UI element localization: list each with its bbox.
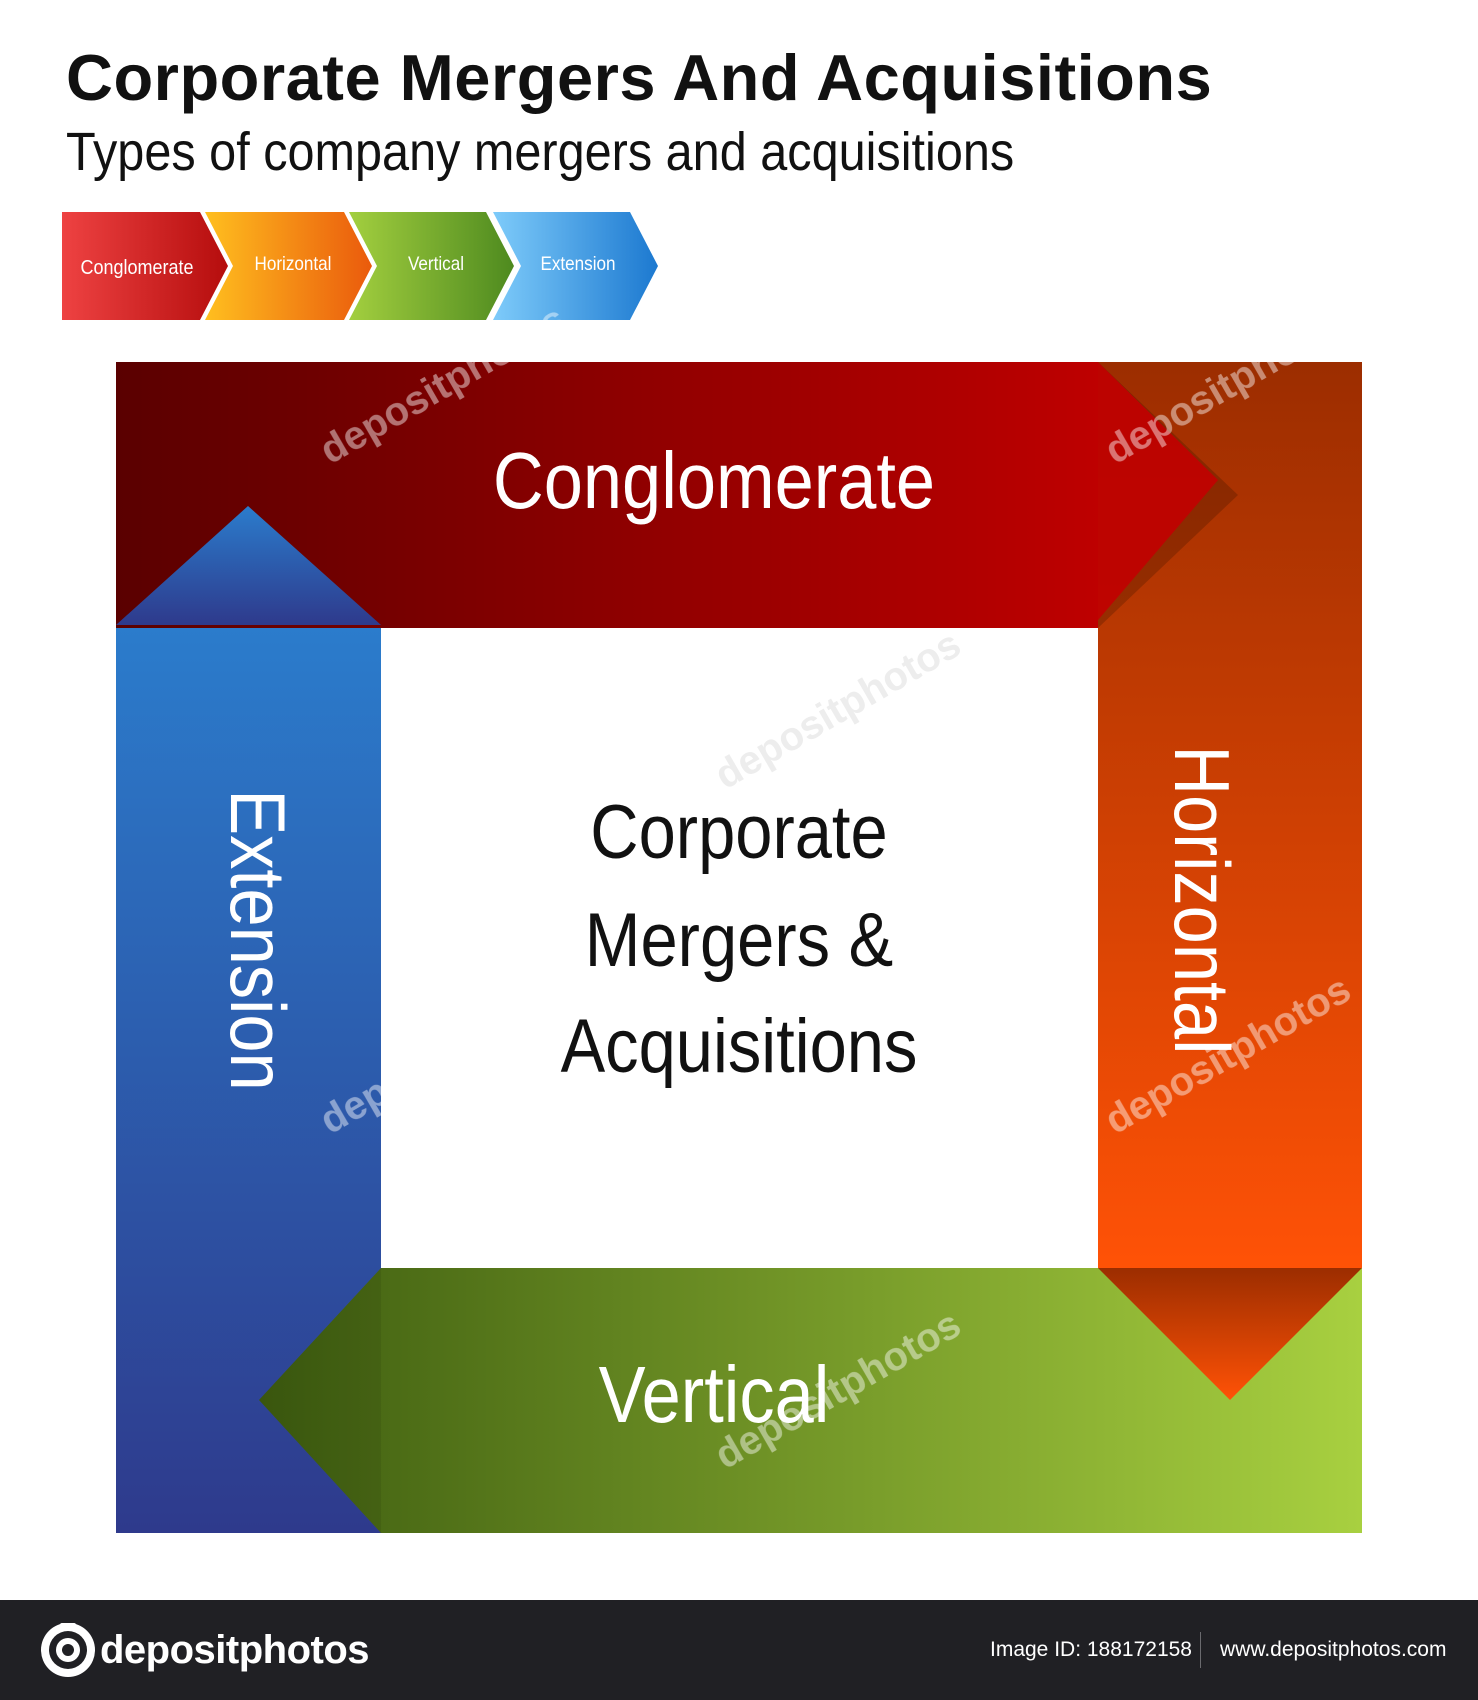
footer-site-link[interactable]: www.depositphotos.com <box>1220 1638 1447 1661</box>
conglomerate-label: Conglomerate <box>493 436 935 525</box>
footer-logo-text: depositphotos <box>100 1628 370 1672</box>
footer-bar: depositphotos Image ID: 188172158 www.de… <box>0 1600 1478 1700</box>
chevron-conglomerate: Conglomerate <box>62 212 228 320</box>
page-subtitle: Types of company mergers and acquisition… <box>66 122 1015 182</box>
extension-arrow-tip <box>116 506 381 625</box>
center-line-1: Corporate <box>590 790 887 875</box>
chevron-label-extension: Extension <box>540 253 615 274</box>
vertical-label: Vertical <box>599 1350 830 1439</box>
horizontal-label: Horizontal <box>1158 746 1246 1055</box>
chevron-label-conglomerate: Conglomerate <box>80 257 193 279</box>
chevron-label-vertical: Vertical <box>408 253 464 274</box>
center-box <box>381 628 1098 1268</box>
chevron-label-horizontal: Horizontal <box>255 253 332 274</box>
footer-image-id: Image ID: 188172158 <box>990 1638 1192 1661</box>
page-title: Corporate Mergers And Acquisitions <box>66 41 1213 114</box>
chevron-vertical: Vertical <box>349 212 514 320</box>
chevron-horizontal: Horizontal <box>205 212 372 320</box>
conglomerate-arrow-tip <box>1098 362 1218 620</box>
chevron-legend: Extension Vertical Horizontal Conglomera… <box>62 212 658 320</box>
chevron-extension: Extension <box>493 212 658 320</box>
center-line-2: Mergers & <box>585 898 893 983</box>
arm-conglomerate <box>116 362 1238 628</box>
extension-label: Extension <box>214 789 302 1090</box>
center-line-3: Acquisitions <box>561 1004 918 1089</box>
mergers-diagram: Corporate Mergers & Acquisitions Conglom… <box>116 362 1362 1533</box>
camera-logo-icon <box>41 1623 95 1677</box>
arm-vertical <box>259 1268 1362 1533</box>
footer-divider <box>1200 1632 1201 1668</box>
